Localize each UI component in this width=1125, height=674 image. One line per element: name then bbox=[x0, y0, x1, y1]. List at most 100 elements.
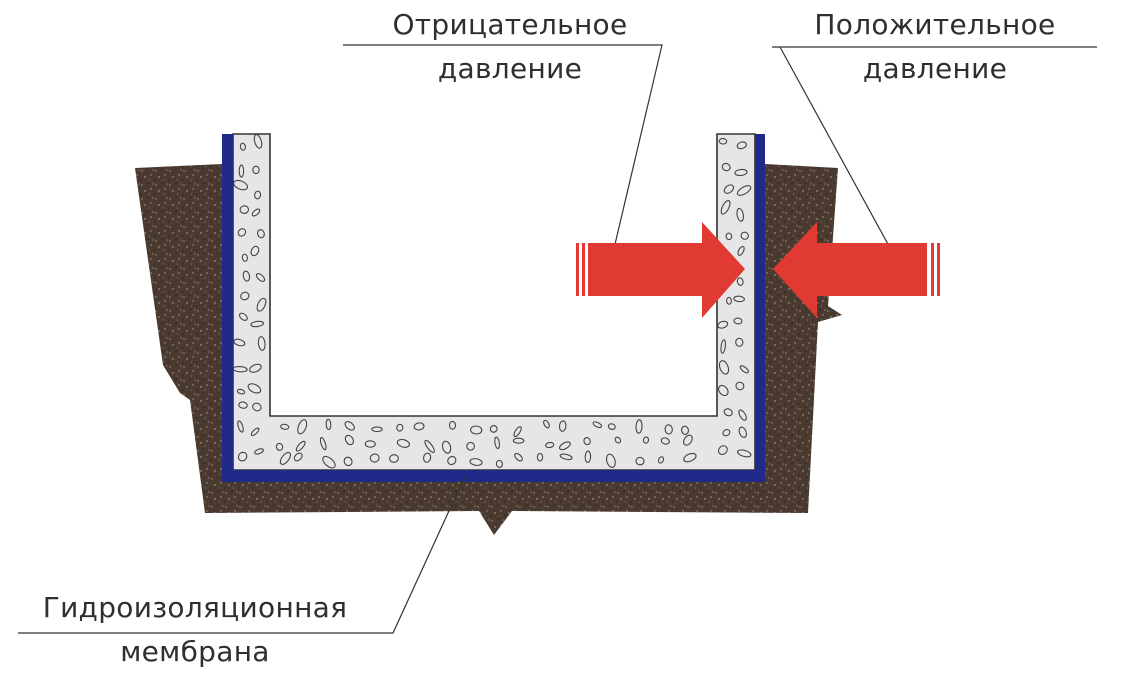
pebble bbox=[559, 453, 573, 461]
pebble bbox=[734, 168, 748, 177]
pebble bbox=[447, 455, 457, 466]
pebble bbox=[489, 425, 498, 433]
pebble bbox=[717, 320, 729, 329]
pebble bbox=[720, 339, 726, 354]
pebble bbox=[605, 453, 616, 468]
concrete-aggregate bbox=[232, 134, 752, 469]
pebble bbox=[396, 423, 404, 432]
pebble bbox=[733, 295, 745, 303]
pebble bbox=[583, 437, 591, 446]
pebble bbox=[726, 296, 732, 305]
pebble bbox=[559, 441, 571, 451]
pebble bbox=[240, 291, 250, 301]
pebble bbox=[252, 165, 260, 175]
pebble bbox=[592, 421, 603, 429]
pebble bbox=[279, 451, 292, 465]
pebble bbox=[389, 454, 399, 463]
pebble bbox=[635, 456, 645, 466]
pebble bbox=[251, 208, 261, 217]
pebble bbox=[718, 138, 728, 145]
concrete-structure bbox=[232, 133, 756, 471]
pebble bbox=[739, 365, 749, 374]
pebble bbox=[325, 418, 332, 431]
pebble bbox=[720, 199, 731, 215]
positive-pressure-arrow bbox=[773, 222, 940, 318]
pebble bbox=[718, 360, 730, 375]
pebble bbox=[545, 441, 555, 449]
pebble bbox=[250, 245, 260, 257]
pebble bbox=[717, 384, 729, 397]
pebble bbox=[558, 420, 567, 432]
pebble bbox=[396, 438, 411, 448]
pebble bbox=[237, 420, 244, 433]
pebble bbox=[275, 442, 284, 451]
positive-pressure-label-line1: Положительное bbox=[814, 8, 1056, 41]
negative-pressure-arrow bbox=[576, 222, 745, 318]
pebble bbox=[584, 450, 592, 464]
pebble bbox=[344, 421, 355, 431]
positive-pressure-label: Положительное давление bbox=[790, 3, 1080, 91]
pebble bbox=[642, 436, 650, 444]
pebble bbox=[614, 436, 622, 444]
pebble bbox=[254, 190, 262, 200]
pebble bbox=[736, 141, 747, 150]
pebble bbox=[733, 317, 743, 325]
pebble bbox=[238, 164, 245, 178]
pebble bbox=[470, 425, 483, 435]
pebble bbox=[740, 231, 749, 240]
negative-pressure-label-line2: давление bbox=[437, 52, 583, 85]
pebble bbox=[250, 427, 260, 437]
pebble bbox=[466, 441, 475, 451]
pebble bbox=[232, 366, 248, 373]
pebble bbox=[252, 402, 262, 412]
pebble bbox=[255, 273, 266, 282]
pebble bbox=[513, 426, 522, 438]
pebble bbox=[725, 232, 733, 241]
pebble bbox=[607, 423, 616, 430]
pebble bbox=[344, 434, 354, 446]
pebble bbox=[238, 312, 248, 321]
pebble bbox=[723, 408, 733, 417]
pebble bbox=[448, 420, 457, 430]
leader-line-positive-pointer bbox=[779, 46, 896, 258]
pebble bbox=[256, 297, 267, 312]
pebble bbox=[723, 184, 735, 194]
pebble bbox=[233, 338, 246, 347]
pebble bbox=[319, 436, 327, 451]
pebble bbox=[738, 409, 747, 421]
pebble bbox=[293, 452, 303, 462]
pebble bbox=[736, 277, 744, 286]
pebble bbox=[253, 134, 263, 149]
pebble bbox=[635, 419, 643, 434]
pebble bbox=[242, 270, 251, 282]
pebble bbox=[664, 424, 673, 435]
pebble bbox=[423, 452, 432, 463]
pebble bbox=[536, 452, 544, 462]
pebble bbox=[254, 448, 264, 455]
pebble bbox=[364, 440, 376, 448]
pebble bbox=[736, 449, 752, 458]
pebble bbox=[257, 336, 266, 351]
positive-pressure-label-line2: давление bbox=[862, 52, 1008, 85]
pebble bbox=[717, 445, 728, 456]
pebble bbox=[249, 363, 262, 373]
pebble bbox=[413, 422, 425, 431]
soil bbox=[135, 164, 842, 535]
pebble bbox=[239, 205, 250, 214]
pebble bbox=[237, 228, 247, 237]
pebble bbox=[495, 459, 503, 468]
pebble bbox=[424, 439, 435, 453]
pebble bbox=[660, 437, 670, 445]
membrane-label: Гидроизоляционная мембрана bbox=[10, 586, 380, 674]
pebble bbox=[736, 207, 745, 222]
pebble bbox=[239, 142, 246, 151]
pebble bbox=[233, 179, 249, 191]
pebble bbox=[737, 245, 745, 256]
pebble bbox=[236, 388, 246, 395]
pebble bbox=[441, 440, 452, 454]
negative-pressure-label-line1: Отрицательное bbox=[392, 8, 628, 41]
pebble bbox=[681, 425, 689, 435]
pebble bbox=[494, 436, 501, 450]
membrane-label-line1: Гидроизоляционная bbox=[42, 591, 348, 624]
